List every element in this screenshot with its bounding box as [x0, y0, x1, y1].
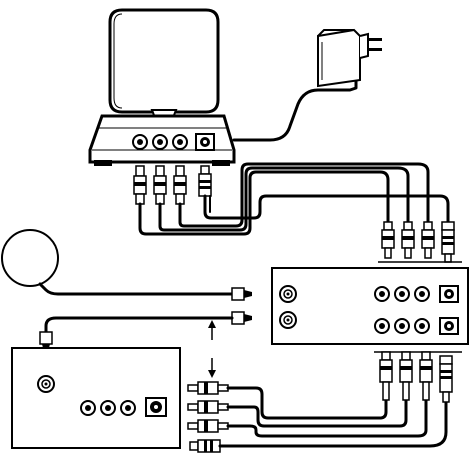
vcr-to-tv-coax-cable	[46, 318, 232, 336]
dish-cable	[40, 284, 232, 294]
receiver-jack-1	[133, 135, 147, 149]
receiver-jack-2	[153, 135, 167, 149]
vcr-rca-plug-1	[382, 222, 394, 258]
vcr-coax-in	[280, 286, 296, 302]
up-arrow	[208, 320, 216, 340]
vcr	[272, 268, 468, 344]
vcr-out-rca-plug-1	[380, 352, 392, 400]
vcr-svideo-plug	[442, 222, 454, 262]
vcr-out-rca-plug-2	[400, 352, 412, 400]
tv-input-plugs	[188, 382, 228, 452]
vcr-rca-plug-3	[422, 222, 434, 258]
tv-coax-jack	[38, 376, 54, 392]
down-arrow	[208, 358, 216, 378]
satellite-dish	[2, 230, 58, 286]
receiver-svideo-jack	[196, 134, 214, 150]
coax-plug-lower	[232, 312, 252, 324]
vcr-coax-out	[280, 312, 296, 328]
vcr-coax-plugs	[232, 288, 252, 324]
vcr-input-plugs	[378, 222, 462, 262]
antenna-dome	[110, 10, 218, 112]
vcr-out-rca-plug-3	[420, 352, 432, 400]
rca-plug-2	[154, 166, 166, 204]
tv-rca-plug-2	[188, 401, 228, 413]
rca-plug-3	[174, 166, 186, 204]
antenna-receiver	[90, 10, 234, 166]
tv	[12, 348, 180, 448]
tv-rca-plug-3	[188, 420, 228, 432]
rca-plug-1	[134, 166, 146, 204]
receiver-jack-3	[173, 135, 187, 149]
receiver-av-plugs	[134, 166, 211, 204]
vcr-to-tv-av-cables	[220, 388, 446, 446]
svideo-plug-top	[199, 166, 211, 196]
vcr-out-svideo-plug	[440, 356, 452, 402]
receiver-to-vcr-cables	[140, 164, 448, 234]
vcr-rca-plug-2	[402, 222, 414, 258]
coax-plug-upper	[232, 288, 252, 300]
vcr-av-out-row	[375, 318, 458, 334]
power-adapter	[318, 30, 382, 86]
vcr-output-plugs	[374, 352, 462, 402]
tv-rca-plug-1	[188, 382, 228, 394]
power-cord	[234, 80, 356, 140]
vcr-av-in-row	[375, 286, 458, 302]
tv-svideo-plug	[190, 440, 220, 452]
